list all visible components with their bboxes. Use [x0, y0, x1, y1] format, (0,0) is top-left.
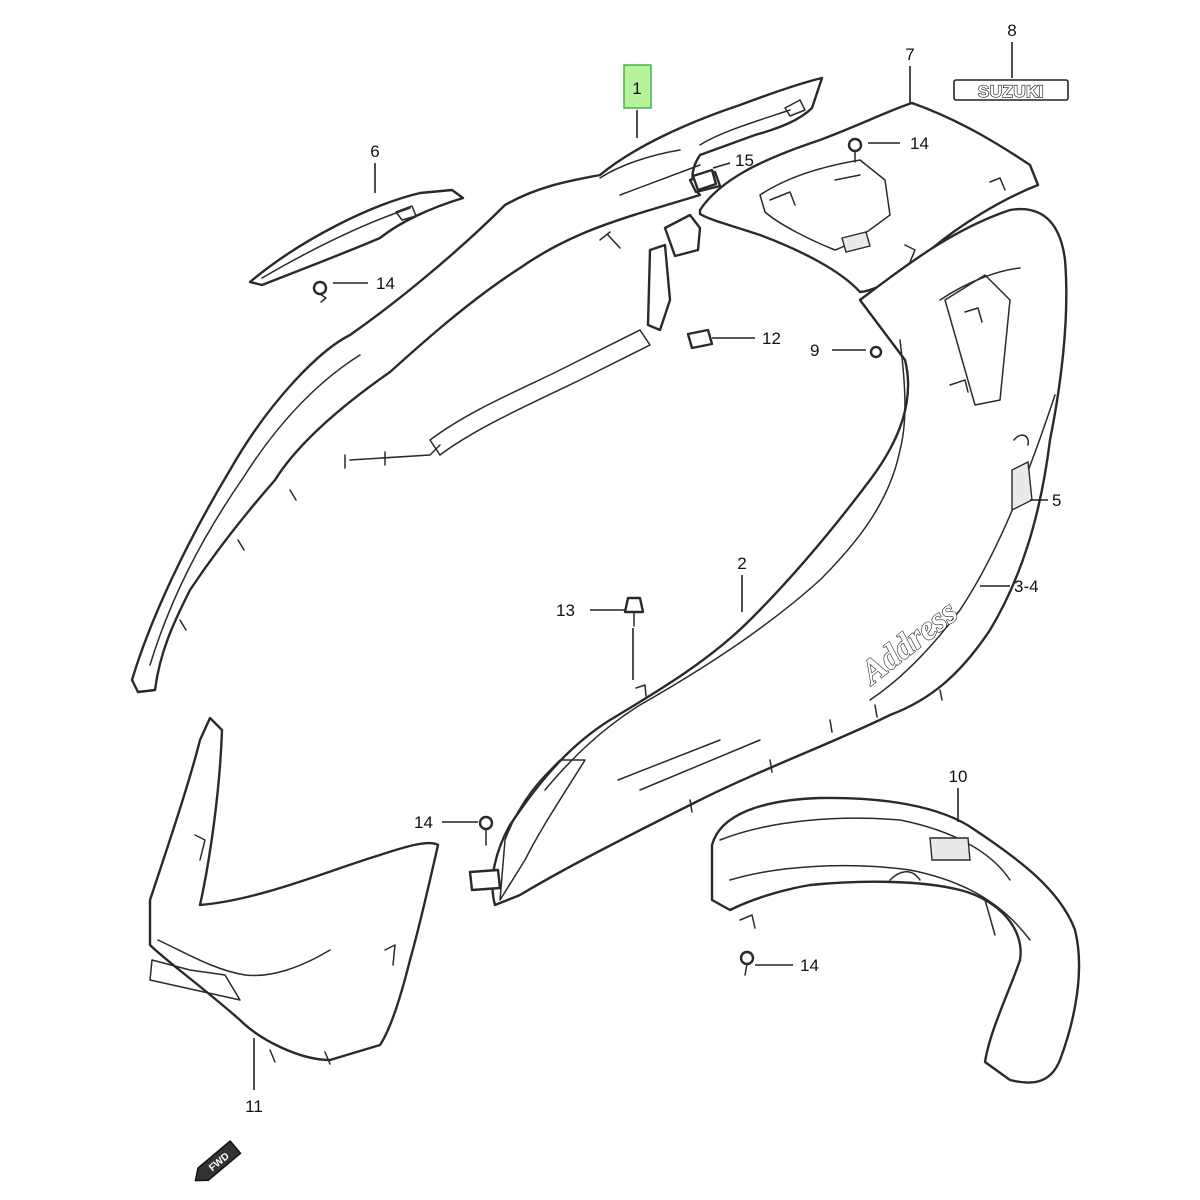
fastener-screw-bottom: [739, 950, 755, 976]
fastener-nut: [468, 868, 502, 892]
leader-lines: [253, 42, 1048, 1090]
callout-14c-label: 14: [414, 813, 433, 832]
fastener-screw-top: [847, 137, 863, 163]
part-8-emblem: SUZUKI: [953, 79, 1069, 102]
callout-6-label: 6: [370, 142, 379, 161]
callout-9-label: 9: [810, 341, 819, 360]
part-10-inner-fender: [710, 796, 1081, 1084]
part-11-lower-cover: [148, 716, 440, 1065]
callout-10-label: 10: [949, 767, 968, 786]
part-7-rear-cover: [698, 101, 1040, 294]
callout-14b-label: 14: [376, 274, 395, 293]
callout-7-label: 7: [905, 45, 914, 64]
callout-12-label: 12: [762, 329, 781, 348]
callout-15-label: 15: [735, 151, 754, 170]
callout-2-label: 2: [737, 554, 746, 573]
callout-5-label: 5: [1052, 491, 1061, 510]
mount-bracket: [646, 170, 722, 350]
emblem-text: SUZUKI: [978, 82, 1044, 101]
part-6-rail: [248, 188, 465, 287]
fwd-arrow-icon: FWD: [194, 1139, 242, 1182]
callout-14d-label: 14: [800, 956, 819, 975]
fastener-screw-rail: [312, 280, 328, 303]
part-1-side-cover: [130, 76, 824, 694]
fastener-clip-15: [691, 168, 718, 192]
callout-1: 1: [623, 64, 652, 109]
callout-8-label: 8: [1007, 21, 1016, 40]
callout-11-label: 11: [245, 1097, 263, 1116]
callout-1-label: 1: [632, 79, 641, 98]
callout-3-4-label: 3-4: [1014, 577, 1039, 596]
fastener-screw-mid: [478, 815, 494, 846]
callout-13-label: 13: [556, 601, 575, 620]
callout-14a-label: 14: [910, 134, 929, 153]
fastener-clip-13: [623, 596, 645, 627]
fastener-screw-9: [869, 345, 883, 359]
part-2-body-cover: [491, 207, 1068, 907]
